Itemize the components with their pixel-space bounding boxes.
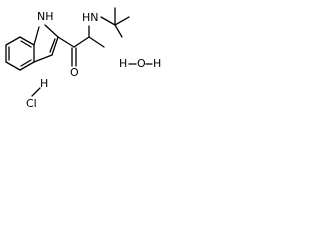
bond xyxy=(114,24,123,38)
bond xyxy=(100,16,116,26)
carbonyl-oxygen-label: O xyxy=(70,66,79,79)
water-oxygen-label: O xyxy=(137,57,146,70)
water-h-right-label: H xyxy=(153,57,161,70)
hydrogen-chloride: Cl H xyxy=(26,77,48,110)
side-chain xyxy=(57,7,130,67)
bond xyxy=(33,26,40,46)
water-molecule: H O H xyxy=(119,57,161,70)
bond xyxy=(19,61,35,71)
bond xyxy=(33,54,53,63)
bond xyxy=(49,38,56,53)
hcl-h-label: H xyxy=(40,77,48,90)
water-h-left-label: H xyxy=(119,57,127,70)
bond xyxy=(73,36,90,48)
hcl-cl-label: Cl xyxy=(26,97,37,110)
bond xyxy=(20,59,32,67)
amine-hn-label: HN xyxy=(82,11,99,24)
bond xyxy=(88,36,105,48)
bond xyxy=(57,36,75,48)
bond xyxy=(20,40,32,48)
bond xyxy=(114,16,130,26)
bond xyxy=(44,24,59,38)
chemical-structure-diagram: NH O HN H O H Cl H xyxy=(5,7,161,110)
indole-nh-label: NH xyxy=(37,10,54,23)
bond xyxy=(5,36,21,46)
bond xyxy=(5,61,21,71)
indole-ring-system xyxy=(5,24,59,71)
bond xyxy=(51,36,59,56)
bond xyxy=(19,36,35,46)
bond xyxy=(31,87,41,97)
